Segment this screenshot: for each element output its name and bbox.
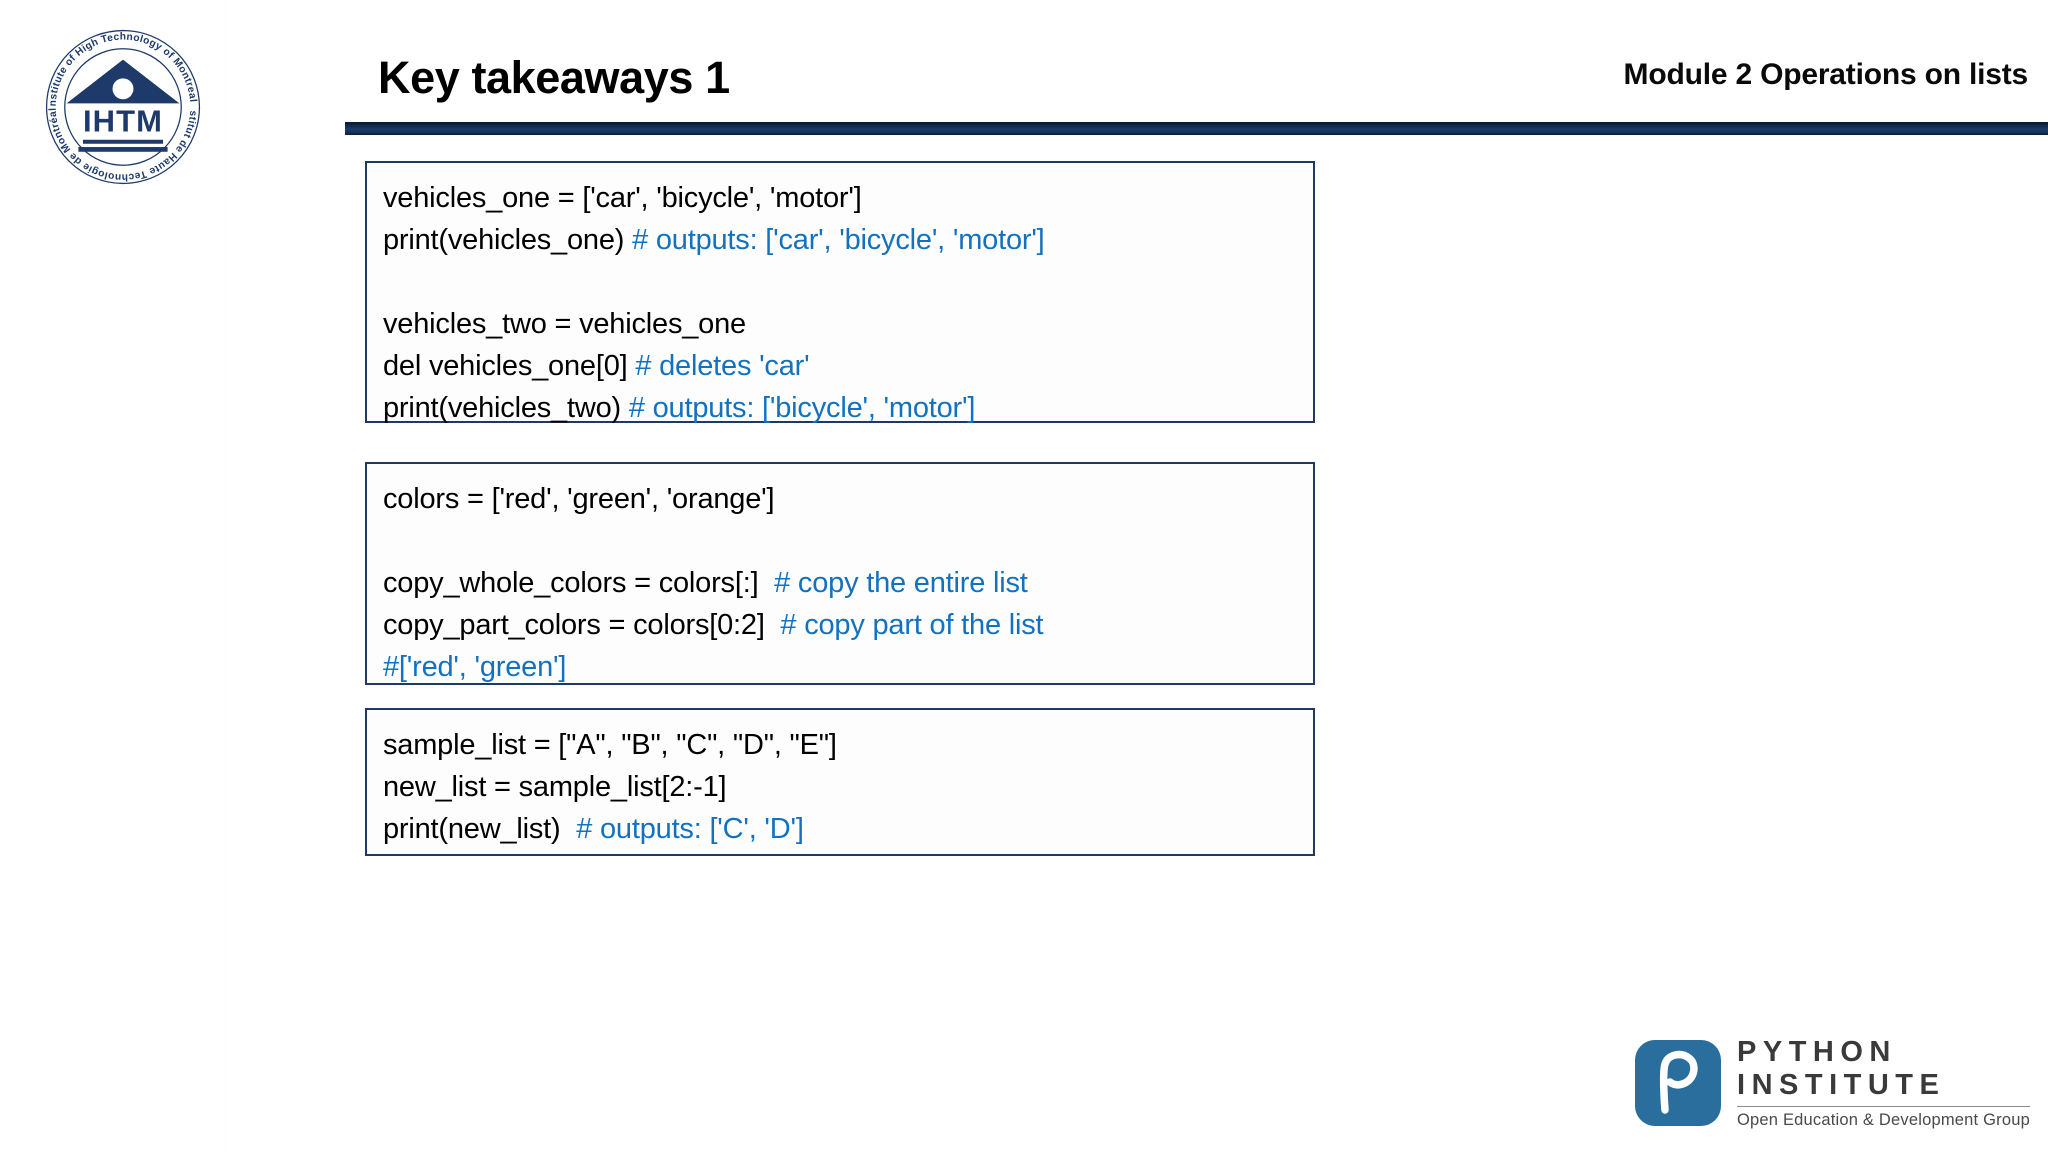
module-label: Module 2 Operations on lists — [1623, 58, 2029, 91]
code-block-sample-list-slice: sample_list = ["A", "B", "C", "D", "E"] … — [365, 708, 1315, 856]
code-text: new_list = sample_list[2:-1] — [383, 771, 727, 803]
code-comment: # outputs: ['car', 'bicycle', 'motor'] — [632, 224, 1045, 256]
code-comment: # outputs: ['C', 'D'] — [576, 813, 804, 845]
logo-line-python: PYTHON — [1737, 1036, 1897, 1068]
python-institute-wordmark: PYTHON INSTITUTE Open Education & Develo… — [1737, 1036, 2030, 1130]
code-text: vehicles_one = ['car', 'bicycle', 'motor… — [383, 182, 862, 214]
code-comment: # outputs: ['bicycle', 'motor'] — [628, 392, 976, 424]
svg-text:IHTM: IHTM — [83, 104, 163, 139]
code-comment: # copy part of the list — [780, 609, 1044, 641]
code-block-colors-slicing-copy: colors = ['red', 'green', 'orange'] copy… — [365, 462, 1315, 685]
code-line-blank — [383, 261, 1297, 303]
code-line: vehicles_one = ['car', 'bicycle', 'motor… — [383, 177, 1297, 219]
logo-tagline: Open Education & Development Group — [1737, 1111, 2030, 1129]
code-text: del vehicles_one[0] — [383, 350, 636, 382]
code-line: vehicles_two = vehicles_one — [383, 303, 1297, 345]
code-line: del vehicles_one[0] # deletes 'car' — [383, 345, 1297, 387]
code-comment: # copy the entire list — [774, 567, 1028, 599]
code-text: colors = ['red', 'green', 'orange'] — [383, 483, 775, 515]
code-line: colors = ['red', 'green', 'orange'] — [383, 478, 1297, 520]
code-line: #['red', 'green'] — [383, 646, 1297, 688]
code-text: copy_whole_colors = colors[:] — [383, 567, 775, 599]
code-block-vehicles-aliasing: vehicles_one = ['car', 'bicycle', 'motor… — [365, 161, 1315, 424]
code-text: print(vehicles_two) — [383, 392, 629, 424]
python-institute-mark-icon — [1635, 1040, 1722, 1126]
ihtm-logo: Institute of High Technology of Montreal… — [32, 12, 214, 202]
code-text: copy_part_colors = colors[0:2] — [383, 609, 781, 641]
code-line: print(vehicles_two) # outputs: ['bicycle… — [383, 387, 1297, 429]
code-text: print(vehicles_one) — [383, 224, 633, 256]
code-text: vehicles_two = vehicles_one — [383, 308, 746, 340]
left-margin-band — [0, 0, 226, 1152]
logo-divider — [1737, 1106, 2030, 1107]
code-comment: #['red', 'green'] — [383, 651, 567, 683]
code-line: copy_whole_colors = colors[:] # copy the… — [383, 562, 1297, 604]
code-text: print(new_list) — [383, 813, 577, 845]
code-line: sample_list = ["A", "B", "C", "D", "E"] — [383, 724, 1297, 766]
page-title: Key takeaways 1 — [378, 52, 730, 103]
code-line: print(vehicles_one) # outputs: ['car', '… — [383, 219, 1297, 261]
python-institute-logo: PYTHON INSTITUTE Open Education & Develo… — [1635, 1036, 2030, 1130]
code-text: sample_list = ["A", "B", "C", "D", "E"] — [383, 729, 837, 761]
code-line: copy_part_colors = colors[0:2] # copy pa… — [383, 604, 1297, 646]
logo-line-institute: INSTITUTE — [1737, 1069, 1946, 1101]
code-line-blank — [383, 520, 1297, 562]
code-line: print(new_list) # outputs: ['C', 'D'] — [383, 808, 1297, 850]
header-divider-bar — [345, 122, 2048, 135]
code-line: new_list = sample_list[2:-1] — [383, 766, 1297, 808]
code-comment: # deletes 'car' — [635, 350, 810, 382]
